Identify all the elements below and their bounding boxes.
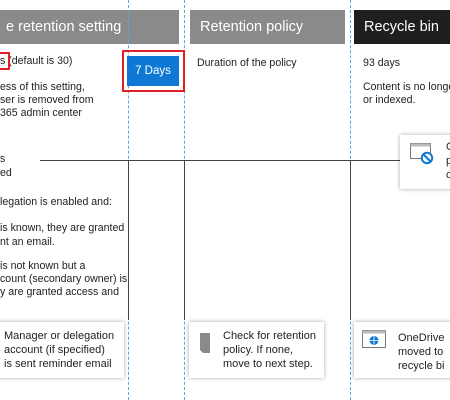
setting-desc-3: 365 admin center — [0, 107, 82, 119]
delegation-line-4: is not known but a — [0, 260, 86, 272]
default-days-text: s (default is 30) — [0, 55, 73, 67]
flow-line-right — [350, 160, 351, 320]
delegation-line-1: legation is enabled and: — [0, 196, 112, 208]
document-icon — [200, 333, 210, 353]
header-recycle-bin: Recycle bin — [354, 10, 450, 44]
left-note-2: ed — [0, 167, 12, 179]
card-check-line-1: Check for retention — [223, 330, 316, 342]
recycle-desc-1: Content is no longer — [363, 81, 450, 93]
card-blocked-access: C p c — [400, 135, 450, 189]
card-onedrive-line-3: recycle bi — [398, 360, 445, 372]
card-manager-line-1: Manager or delegation — [4, 330, 115, 342]
header-retention-policy: Retention policy — [190, 10, 345, 44]
card-manager-line-2: account (if specified) — [4, 344, 105, 356]
delegation-line-3: nt an email. — [0, 236, 55, 248]
setting-desc-2: ser is removed from — [0, 94, 94, 106]
header-retention-setting: e retention setting — [0, 10, 179, 44]
seven-days-badge: 7 Days — [127, 56, 179, 86]
highlight-box-default — [0, 52, 10, 70]
card-blocked-line-2: p — [446, 155, 450, 167]
flow-line-horizontal — [40, 160, 402, 161]
card-onedrive-line-1: OneDrive — [398, 332, 445, 344]
card-check-retention: Check for retention policy. If none, mov… — [189, 322, 324, 378]
card-check-line-2: policy. If none, — [223, 344, 294, 356]
card-manager-line-3: is sent reminder email — [4, 358, 112, 370]
delegation-line-2: is known, they are granted — [0, 222, 125, 234]
card-onedrive-line-2: moved to — [398, 346, 444, 358]
delegation-line-6: y are granted access and — [0, 286, 119, 298]
flow-line-left — [128, 160, 129, 320]
card-blocked-line-3: c — [446, 169, 450, 181]
card-blocked-line-1: C — [446, 141, 450, 153]
recycle-days-text: 93 days — [363, 57, 401, 69]
browser-globe-icon — [362, 330, 386, 348]
browser-blocked-icon — [410, 143, 434, 165]
setting-desc-1: ess of this setting, — [0, 81, 85, 93]
delegation-line-5: count (secondary owner) is — [0, 273, 128, 285]
retention-duration-text: Duration of the policy — [197, 57, 297, 69]
card-onedrive-moved: OneDrive moved to recycle bi — [354, 322, 450, 378]
left-note-1: s — [0, 153, 6, 165]
highlight-box-seven-days — [122, 50, 185, 92]
card-check-line-3: move to next step. — [223, 358, 313, 370]
recycle-desc-2: or indexed. — [363, 94, 416, 106]
card-manager-reminder: Manager or delegation account (if specif… — [0, 322, 124, 378]
flow-line-middle — [184, 160, 185, 320]
